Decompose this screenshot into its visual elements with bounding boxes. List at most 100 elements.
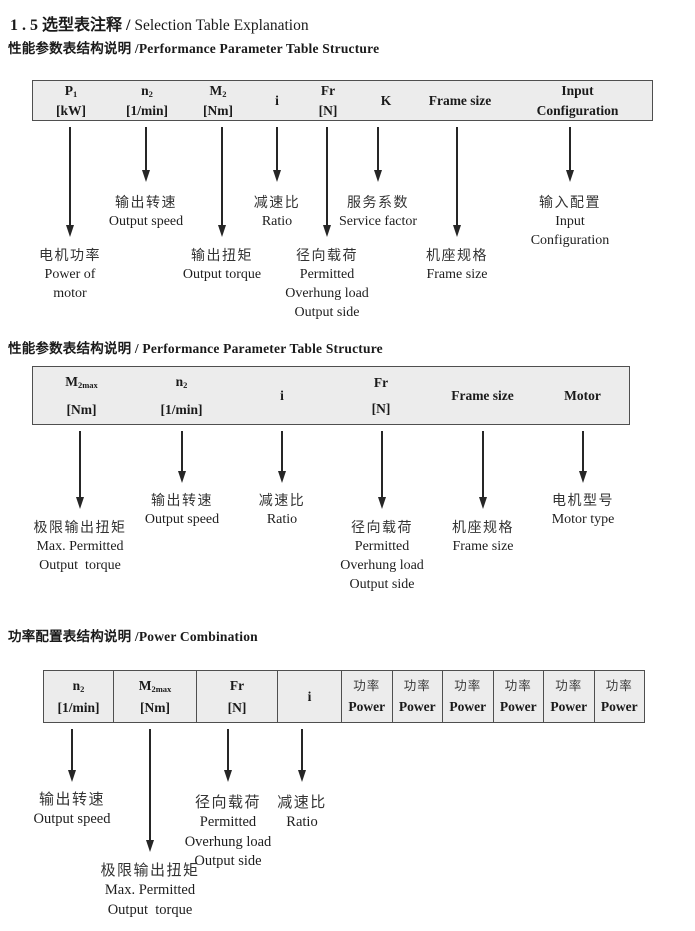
column-symbol: n xyxy=(141,82,149,98)
column-symbol: Frame size xyxy=(428,92,492,108)
column-header-i: i xyxy=(251,81,303,120)
down-arrow xyxy=(301,729,303,770)
section-heading: 性能参数表结构说明 / Performance Parameter Table … xyxy=(8,341,383,356)
column-unit: [Nm] xyxy=(203,103,233,118)
column-header-i: i xyxy=(233,367,331,424)
power-label-cn: 功率 xyxy=(403,678,431,693)
column-header-m2: M2 [Nm] xyxy=(185,81,251,120)
column-header-power-1: 功率 Power xyxy=(341,671,392,722)
column-unit: [1/min] xyxy=(57,700,100,715)
column-unit: [1/min] xyxy=(160,401,203,417)
column-header-power-2: 功率 Power xyxy=(391,671,443,722)
column-header-m2max: M2max [Nm] xyxy=(113,671,196,722)
callout-overhung-load: 径向载荷 Permitted Overhung load Output side xyxy=(285,247,369,320)
column-symbol: n xyxy=(72,677,81,693)
callout-max-output-torque: 极限输出扭矩 Max. Permitted Output torque xyxy=(100,862,200,918)
callout-frame-size: 机座规格 Frame size xyxy=(452,519,514,554)
down-arrow xyxy=(149,729,151,840)
parameter-table-header: M2max [Nm] n2 [1/min] i Fr [N] Frame siz… xyxy=(32,366,630,425)
column-unit: [N] xyxy=(371,401,391,416)
power-label-en: Power xyxy=(550,699,588,714)
page-title-en: Selection Table Explanation xyxy=(130,17,309,34)
column-header-p1: P1 [kW] xyxy=(33,81,109,120)
callout-overhung-load: 径向载荷 Permitted Overhung load Output side xyxy=(340,519,424,592)
column-symbol: Fr xyxy=(229,678,245,693)
column-subscript: 2max xyxy=(77,380,98,390)
column-subscript: 2 xyxy=(183,380,188,390)
column-header-i: i xyxy=(277,671,341,722)
column-symbol: K xyxy=(380,92,392,108)
column-header-motor: Motor xyxy=(534,367,631,424)
column-header-power-3: 功率 Power xyxy=(442,671,493,722)
power-label-cn: 功率 xyxy=(555,678,583,693)
power-label-cn: 功率 xyxy=(454,678,482,693)
column-symbol: M xyxy=(209,82,223,98)
column-header-n2: n2 [1/min] xyxy=(109,81,185,120)
section-heading: 性能参数表结构说明 /Performance Parameter Table S… xyxy=(8,41,380,56)
callout-output-torque: 输出扭矩 Output torque xyxy=(182,247,262,282)
column-symbol: M xyxy=(65,374,78,389)
down-arrow xyxy=(569,127,571,170)
column-subscript: 2max xyxy=(151,683,172,694)
column-header-frame-size: Frame size xyxy=(419,81,501,120)
column-header-fr: Fr [N] xyxy=(196,671,277,722)
column-symbol: Input xyxy=(561,83,594,98)
column-symbol: Motor xyxy=(564,387,601,403)
power-label-en: Power xyxy=(348,699,386,714)
column-symbol: M xyxy=(138,677,152,693)
column-symbol: i xyxy=(275,92,279,108)
column-symbol: Fr xyxy=(320,83,336,98)
column-unit: Configuration xyxy=(536,102,619,118)
callout-output-speed: 输出转速 Output speed xyxy=(144,492,220,527)
column-symbol: i xyxy=(280,387,284,403)
down-arrow xyxy=(456,127,458,225)
down-arrow xyxy=(381,431,383,497)
down-arrow xyxy=(227,729,229,770)
power-label-en: Power xyxy=(499,699,537,714)
column-header-power-6: 功率 Power xyxy=(593,671,645,722)
power-label-cn: 功率 xyxy=(353,678,381,693)
down-arrow xyxy=(281,431,283,471)
column-unit: [Nm] xyxy=(66,401,97,417)
column-header-frame-size: Frame size xyxy=(431,367,534,424)
power-label-en: Power xyxy=(449,699,487,714)
callout-output-speed: 输出转速 Output speed xyxy=(108,194,184,229)
column-symbol: n xyxy=(175,374,184,389)
down-arrow xyxy=(377,127,379,170)
callout-ratio: 减速比 Ratio xyxy=(277,794,327,830)
power-label-cn: 功率 xyxy=(605,678,633,693)
down-arrow xyxy=(145,127,147,170)
column-symbol: Frame size xyxy=(451,387,514,403)
down-arrow xyxy=(276,127,278,170)
callout-motor-type: 电机型号 Motor type xyxy=(551,492,615,527)
column-header-fr: Fr [N] xyxy=(303,81,353,120)
column-subscript: 2 xyxy=(222,88,227,99)
column-subscript: 1 xyxy=(73,88,78,99)
callout-service-factor: 服务系数 Service factor xyxy=(338,194,418,229)
callout-power-of-motor: 电机功率 Power of motor xyxy=(39,247,101,301)
callout-input-configuration: 输入配置 Input Configuration xyxy=(530,194,610,248)
column-unit: [Nm] xyxy=(140,700,170,715)
down-arrow xyxy=(221,127,223,225)
power-label-en: Power xyxy=(398,699,436,714)
callout-ratio: 减速比 Ratio xyxy=(253,194,301,229)
callout-ratio: 减速比 Ratio xyxy=(258,492,306,527)
down-arrow xyxy=(69,127,71,225)
down-arrow xyxy=(71,729,73,770)
down-arrow xyxy=(326,127,328,225)
column-unit: [N] xyxy=(318,102,338,118)
callout-overhung-load: 径向载荷 Permitted Overhung load Output side xyxy=(184,794,272,869)
column-symbol: Fr xyxy=(373,374,389,390)
parameter-table-header: P1 [kW] n2 [1/min] M2 [Nm] i Fr [N] K xyxy=(32,80,653,121)
column-header-fr: Fr [N] xyxy=(331,367,431,424)
column-header-power-5: 功率 Power xyxy=(543,671,594,722)
down-arrow xyxy=(79,431,81,497)
column-symbol: i xyxy=(307,688,312,704)
column-unit: [N] xyxy=(227,699,247,715)
callout-max-output-torque: 极限输出扭矩 Max. Permitted Output torque xyxy=(33,519,127,573)
column-subscript: 2 xyxy=(148,88,153,99)
power-label-cn: 功率 xyxy=(504,678,532,693)
